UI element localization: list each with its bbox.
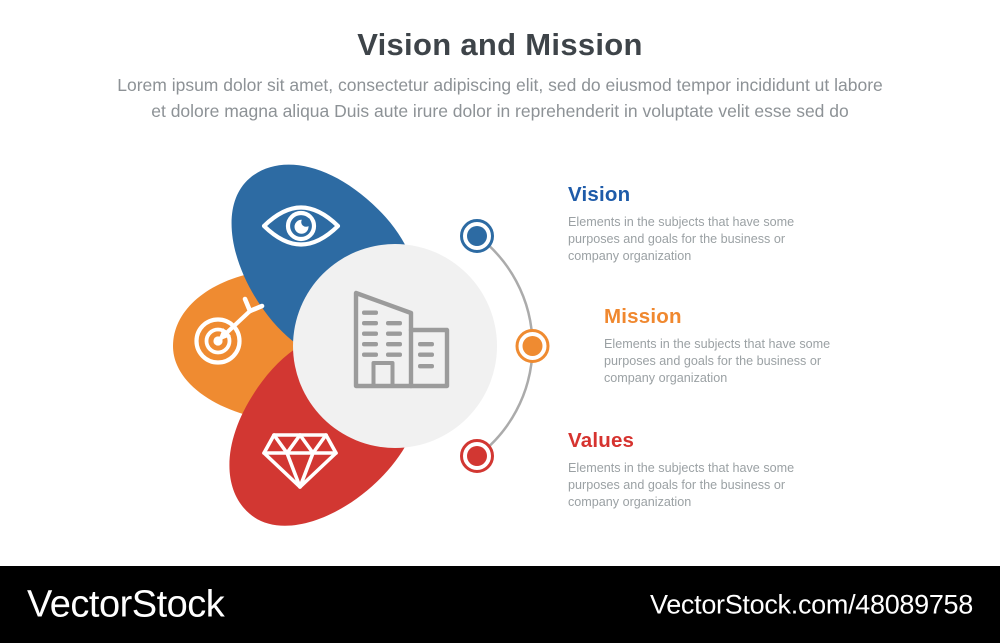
- values-heading: Values: [568, 429, 635, 452]
- diamond-icon: [262, 433, 338, 489]
- vision-mission-diagram: [173, 164, 550, 526]
- vectorstock-image-id: VectorStock.com/48089758: [649, 589, 973, 619]
- vectorstock-logo: VectorStock: [27, 583, 225, 625]
- mission-section: Mission Elements in the subjects that ha…: [604, 305, 904, 386]
- vision-marker: [460, 219, 494, 253]
- mission-description: Elements in the subjects that have some …: [604, 337, 831, 385]
- eye-icon: [261, 205, 341, 247]
- mission-marker: [515, 329, 550, 363]
- target-icon: [194, 296, 265, 365]
- vision-heading: Vision: [568, 183, 631, 206]
- watermark-bar: VectorStock VectorStock.com/48089758: [0, 566, 1000, 643]
- page-subtitle: Lorem ipsum dolor sit amet, consectetur …: [117, 75, 883, 121]
- values-section: Values Elements in the subjects that hav…: [568, 429, 868, 510]
- values-description: Elements in the subjects that have some …: [568, 461, 795, 509]
- building-icon: [353, 290, 450, 389]
- mission-heading: Mission: [604, 305, 682, 328]
- values-marker: [460, 439, 494, 473]
- page-title: Vision and Mission: [357, 27, 643, 62]
- vision-section: Vision Elements in the subjects that hav…: [568, 183, 868, 264]
- vision-description: Elements in the subjects that have some …: [568, 215, 795, 263]
